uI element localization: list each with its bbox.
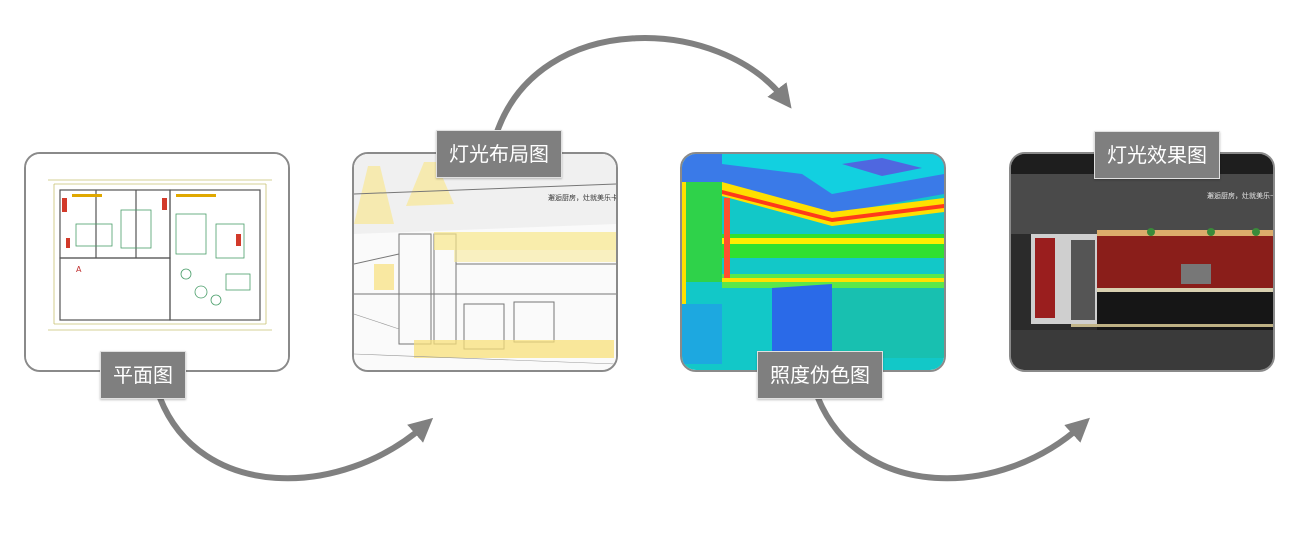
arrow-step3-to-step4: [815, 396, 1090, 482]
false-color-image: [682, 154, 944, 370]
arrow-step1-to-step2: [157, 396, 434, 482]
step-label-floor-plan: 平面图: [100, 351, 186, 399]
false-color-card: [680, 152, 946, 372]
lighting-layout-image: 邂逅厨房，灶就美乐卡: [354, 154, 616, 370]
arrow-step2-to-step3: [494, 35, 792, 134]
render-sign-text: 邂逅厨房，灶就美乐卡: [1207, 191, 1273, 200]
kitchen-sign-text: 邂逅厨房，灶就美乐卡: [548, 193, 616, 202]
lighting-render-card: 邂逅厨房，灶就美乐卡: [1009, 152, 1275, 372]
svg-text:A: A: [76, 265, 82, 274]
lighting-layout-card: 邂逅厨房，灶就美乐卡: [352, 152, 618, 372]
lighting-render-image: 邂逅厨房，灶就美乐卡: [1011, 154, 1273, 370]
step-label-lighting-layout: 灯光布局图: [436, 130, 562, 178]
step-label-lighting-render: 灯光效果图: [1094, 131, 1220, 179]
step-label-false-color: 照度伪色图: [757, 351, 883, 399]
floor-plan-card: A: [24, 152, 290, 372]
floor-plan-image: A: [26, 154, 288, 370]
